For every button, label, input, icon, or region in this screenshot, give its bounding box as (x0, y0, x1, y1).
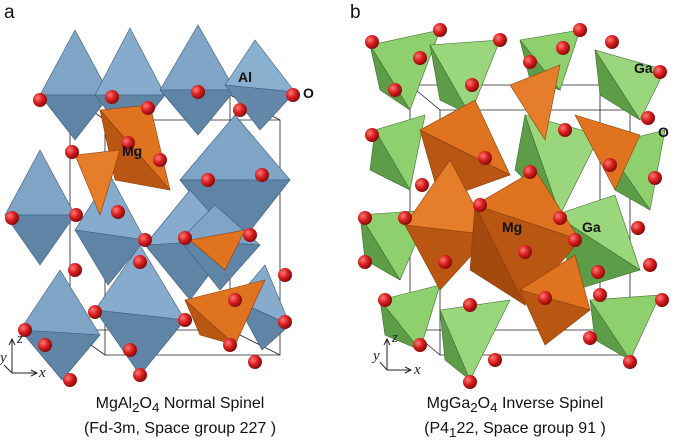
panel-a-label-al: Al (238, 69, 252, 85)
panel-a-axis-z: z (16, 331, 23, 347)
panel-a: a (0, 2, 314, 387)
panel-a-axis-y: y (0, 350, 7, 366)
panel-b-caption-line1: MgGa2O4 Inverse Spinel (426, 395, 604, 416)
panel-b: b (350, 2, 669, 389)
panel-a-caption: MgAl2O4 Normal Spinel (Fd-3m, Space grou… (15, 393, 345, 439)
panel-b-caption-line2: (P4122, Space group 91 ) (424, 420, 606, 441)
panel-a-tetrahedra (74, 104, 266, 346)
panel-b-label-ga-mid: Ga (582, 219, 601, 235)
panel-a-caption-line1: MgAl2O4 Normal Spinel (95, 395, 265, 416)
panel-b-green-tetrahedra (359, 29, 666, 381)
panel-b-label-o: O (658, 124, 669, 140)
panel-b-letter: b (350, 2, 361, 23)
panel-b-label-mg: Mg (502, 219, 522, 235)
panel-b-axis-z: z (391, 330, 398, 346)
panel-b-caption: MgGa2O4 Inverse Spinel (P4122, Space gro… (350, 393, 680, 443)
panel-a-axes (3, 337, 39, 377)
panel-a-axis-x: x (38, 365, 46, 381)
panel-a-oxygen-atoms (5, 85, 300, 387)
panel-a-letter: a (4, 2, 15, 23)
panel-b-label-ga-top: Ga (634, 60, 653, 76)
panel-b-axes (379, 337, 413, 374)
panel-a-caption-line2: (Fd-3m, Space group 227 ) (83, 420, 277, 438)
panel-b-axis-x: x (413, 362, 421, 378)
panel-b-oxygen-atoms (358, 23, 669, 389)
panel-a-label-mg: Mg (122, 143, 142, 159)
panel-b-axis-y: y (371, 348, 380, 364)
panel-a-label-o: O (303, 85, 314, 101)
